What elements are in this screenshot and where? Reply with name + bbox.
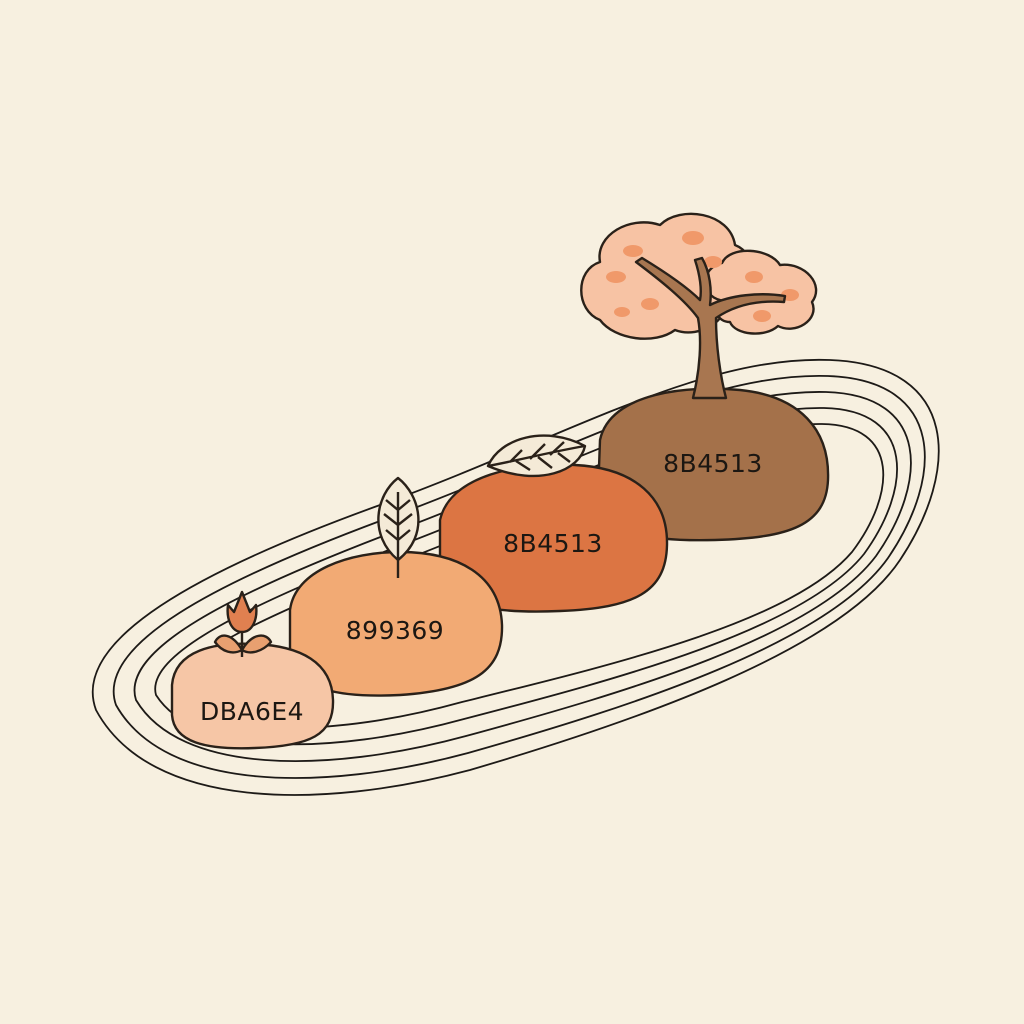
stone-2-label: 899369 [346,616,444,645]
tulip-leaf-right [240,634,273,654]
leaf-2-veins [487,441,586,472]
leaf-icon [377,476,420,578]
stone-3-label: 8B4513 [503,529,603,558]
tulip-bloom [226,590,258,634]
sand-ring-3 [133,391,912,762]
leaf-icon [486,434,587,478]
tulip-icon [213,590,273,657]
tree-trunk [634,256,787,400]
stone-2-body [288,550,504,697]
sand-ring-1 [91,358,940,796]
tulip-leaf-left [213,634,244,654]
tree-foliage-right [704,249,818,335]
stone-2: 899369 [288,550,504,697]
tree-icon [580,212,818,400]
stone-1: DBA6E4 [170,642,335,750]
sand-ring-2 [112,375,926,779]
leaf-1-veins [383,492,413,578]
stone-1-label: DBA6E4 [200,697,304,726]
stone-1-body [170,642,335,750]
stone-4-label: 8B4513 [663,449,763,478]
